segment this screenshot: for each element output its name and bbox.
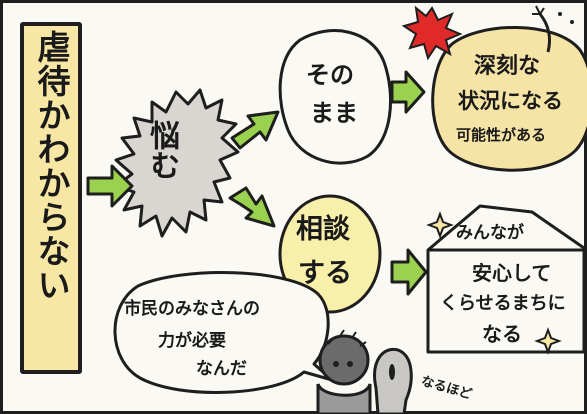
arrow-to-serious (390, 70, 426, 114)
as-is-bubble (278, 29, 393, 165)
people-illustration (316, 329, 413, 414)
fuse-spark (532, 5, 545, 15)
fuse-spark-dots (558, 12, 562, 16)
explosion-burst (401, 5, 463, 61)
sparkle-icon (534, 327, 562, 355)
town-line2: くらせるまちに (440, 293, 566, 314)
town-line3: なる (482, 322, 522, 346)
serious-result-bubble (431, 25, 587, 172)
title-vertical: 虐待かわからない (32, 30, 71, 302)
as-is-line2: まま (310, 99, 358, 127)
bomb-fuse (538, 13, 552, 53)
arrow-to-as-is (230, 110, 280, 150)
consult-line2: する (298, 258, 352, 289)
town-line1: 安心して (472, 261, 552, 285)
title-box (20, 22, 82, 374)
sparkle-icon (426, 211, 454, 239)
citizen-speech-bubble (113, 271, 334, 394)
town-house (426, 204, 586, 354)
consult-line1: 相談 (296, 214, 350, 245)
fuse-spark-dot (570, 20, 574, 24)
arrow-to-consult (228, 186, 276, 228)
citizen-line1: 市民のみなさんの (124, 299, 260, 319)
town-top: みんなが (456, 223, 524, 243)
citizen-line2: 力が必要 (158, 331, 226, 351)
serious-line2: 状況になる (458, 89, 563, 113)
citizen-line3: なんだ (196, 359, 247, 379)
consult-bubble (278, 194, 382, 314)
arrow-to-town (390, 248, 428, 296)
arrow-to-worry (86, 164, 134, 208)
worry-spiky-cloud (114, 88, 240, 238)
serious-line3: 可能性がある (456, 126, 547, 144)
as-is-line1: その (306, 61, 354, 89)
worry-label: 悩む (144, 120, 179, 180)
serious-line1: 深刻な (474, 54, 541, 79)
